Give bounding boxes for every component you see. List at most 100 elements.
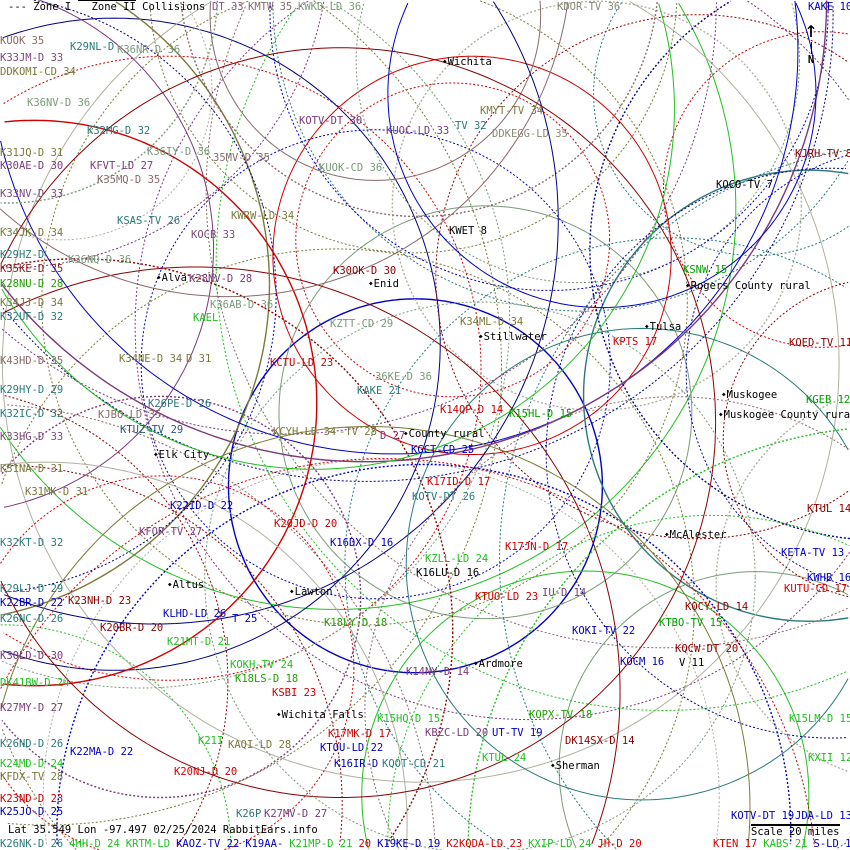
station-label[interactable]: K16LU-D 16: [416, 567, 480, 579]
station-label[interactable]: D 31: [186, 353, 212, 365]
station-label[interactable]: K43HD-D 35: [0, 355, 64, 367]
station-label[interactable]: K26NC-D 26: [0, 613, 64, 625]
station-label[interactable]: KOCM 16: [620, 656, 665, 668]
station-label[interactable]: KFDX-TV 28: [0, 771, 64, 783]
station-label[interactable]: K15HL-D 15: [509, 408, 573, 420]
station-label[interactable]: KBZC-LD 20: [425, 727, 489, 739]
station-label[interactable]: KFVT-LD 27: [90, 160, 154, 172]
station-label[interactable]: KMYT-TV 34: [480, 105, 544, 117]
station-label[interactable]: K21MT-D 21: [167, 636, 231, 648]
station-label[interactable]: KSBI 23: [272, 687, 317, 699]
station-label[interactable]: K22BR-D 22: [0, 597, 64, 609]
station-label[interactable]: KWET 8: [449, 225, 487, 237]
station-label[interactable]: DDKOMI-CD 34: [0, 66, 76, 78]
station-label[interactable]: K32UF-D 32: [0, 311, 64, 323]
station-label[interactable]: KZTT-CD 29: [330, 318, 394, 330]
station-label[interactable]: K32KT-D 32: [0, 537, 64, 549]
station-label[interactable]: K26PE-D 26: [148, 398, 212, 410]
station-label[interactable]: JH-D 20: [597, 838, 642, 850]
station-label[interactable]: K16IR-D: [334, 758, 379, 770]
station-label[interactable]: KXIP-LD 24: [528, 838, 592, 850]
station-label[interactable]: K34NE-D 34: [119, 353, 183, 365]
station-label[interactable]: K32MG-D 32: [87, 125, 151, 137]
station-label[interactable]: K26NK-D 26: [0, 838, 64, 850]
station-label[interactable]: K34JK-D 34: [0, 227, 64, 239]
station-label[interactable]: K17JN-D 17: [505, 541, 569, 553]
station-label[interactable]: K33JM-D 33: [0, 52, 64, 64]
station-label[interactable]: KLHD-LD 26: [163, 608, 227, 620]
station-label[interactable]: K36NQ-D 36: [68, 254, 132, 266]
station-label[interactable]: K14QP-D 14: [440, 404, 504, 416]
station-label[interactable]: K28NV-D 28: [189, 273, 253, 285]
station-label[interactable]: KZLL-LD 24: [425, 553, 489, 565]
station-label[interactable]: DK14SX-D 14: [565, 735, 635, 747]
station-label[interactable]: KSNW 15: [683, 264, 728, 276]
station-label[interactable]: K36IY-D 36: [147, 146, 211, 158]
station-label[interactable]: KCTU-LD 23: [270, 357, 334, 369]
station-label[interactable]: K21MP-D 21: [289, 838, 353, 850]
station-label[interactable]: K18LY-D 18: [324, 617, 388, 629]
station-label[interactable]: 4HH-D 24: [69, 838, 120, 850]
station-label[interactable]: K31NA-D 31: [0, 463, 64, 475]
station-label[interactable]: K15LM-D 15: [789, 713, 850, 725]
station-label[interactable]: K17MK-D 17: [328, 728, 392, 740]
station-label[interactable]: K30OK-D 30: [333, 265, 397, 277]
station-label[interactable]: JDA-LD 13: [795, 810, 850, 822]
station-label[interactable]: K29HZ-D: [0, 249, 45, 261]
station-label[interactable]: K29NL-D: [70, 41, 115, 53]
station-label[interactable]: KOED-TV 11: [789, 337, 850, 349]
station-label[interactable]: KJRH-TV 8: [795, 148, 850, 160]
station-label[interactable]: 20: [358, 838, 372, 850]
station-label[interactable]: KPTS 17: [613, 336, 658, 348]
station-label[interactable]: S-LD 19: [813, 838, 850, 850]
station-label[interactable]: K32IC-D 32: [0, 408, 64, 420]
station-label[interactable]: KTUL 14: [807, 503, 850, 515]
station-label[interactable]: K22MA-D 22: [70, 746, 134, 758]
station-label[interactable]: KUOK-CD 36: [319, 162, 383, 174]
station-label[interactable]: KMTW 35: [248, 1, 293, 13]
station-label[interactable]: K35MQ-D 35: [97, 174, 161, 186]
station-label[interactable]: KAEL: [193, 312, 219, 324]
station-label[interactable]: 36KE-D 36: [375, 371, 432, 383]
station-label[interactable]: KQCW-DT 20: [675, 643, 739, 655]
station-label[interactable]: K29LJ-D 29: [0, 583, 64, 595]
station-label[interactable]: KOTV-DT 30: [299, 115, 363, 127]
station-label[interactable]: K21I: [198, 735, 224, 747]
station-label[interactable]: K33NV-D 33: [0, 188, 64, 200]
station-label[interactable]: K36AB-D 36: [210, 299, 274, 311]
station-label[interactable]: V 11: [679, 657, 705, 669]
station-label[interactable]: KTUL 24: [482, 752, 527, 764]
station-label[interactable]: KOCY-LD 14: [685, 601, 749, 613]
station-label[interactable]: KOKI-TV 22: [572, 625, 636, 637]
station-label[interactable]: KOCO-TV 7: [716, 179, 773, 191]
station-label[interactable]: K17ID-D 17: [427, 476, 491, 488]
station-label[interactable]: KAOZ-TV 22: [176, 838, 240, 850]
station-label[interactable]: T 25: [232, 613, 258, 625]
station-label[interactable]: KTEN 17: [713, 838, 758, 850]
station-label[interactable]: K23NH-D 23: [68, 595, 132, 607]
station-label[interactable]: K27MY-D 27: [0, 702, 64, 714]
station-label[interactable]: K19KE-D 19: [377, 838, 441, 850]
station-label[interactable]: K35KE-D 35: [0, 263, 64, 275]
station-label[interactable]: KGCT-CD 25: [411, 444, 475, 456]
station-label[interactable]: KRTM-LD: [125, 838, 171, 850]
station-label[interactable]: KABS 21: [763, 838, 808, 850]
station-label[interactable]: KTUO-LD 23: [475, 591, 539, 603]
station-label[interactable]: KQOT-CD 21: [382, 758, 446, 770]
station-label[interactable]: K23ND-D 23: [0, 793, 64, 805]
station-label[interactable]: KTUZ-TV 29: [120, 424, 184, 436]
station-label[interactable]: 35MV-D 35: [213, 152, 270, 164]
station-label[interactable]: KAKE 21: [357, 385, 402, 397]
station-label[interactable]: K34JJ-D 34: [0, 297, 64, 309]
station-label[interactable]: KCYH-LD 34: [273, 426, 337, 438]
station-label[interactable]: K2KQDA-LD 23: [446, 838, 523, 850]
station-label[interactable]: K14NY-D 14: [406, 666, 470, 678]
station-label[interactable]: K29HY-D 29: [0, 384, 64, 396]
station-label[interactable]: KETA-TV 13: [781, 547, 845, 559]
station-label[interactable]: K27MV-D 27: [264, 808, 328, 820]
station-label[interactable]: KOCB 33: [191, 229, 236, 241]
station-label[interactable]: KWKD-LD 36: [298, 1, 362, 13]
station-label[interactable]: DDKEGG-LD 35: [492, 128, 568, 140]
station-label[interactable]: KUOC-LD 33: [386, 125, 450, 137]
